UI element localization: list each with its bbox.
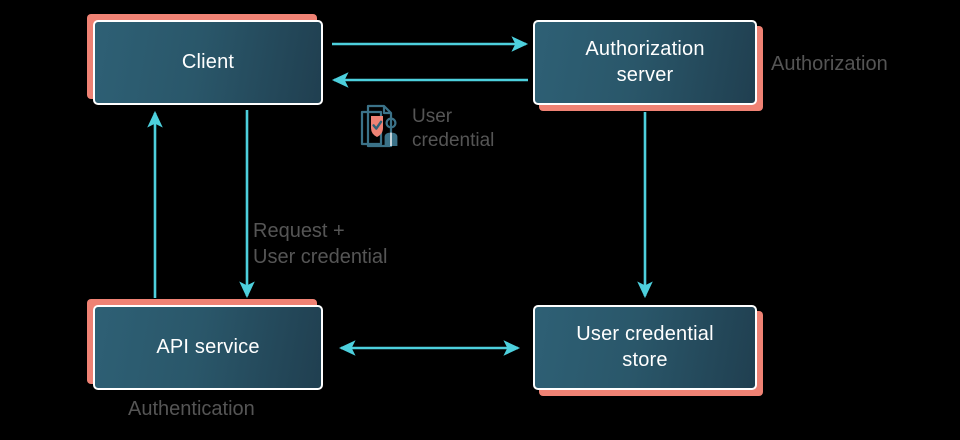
node-api-service-label: API service	[156, 335, 260, 358]
user-credential-caption: User credential	[412, 106, 495, 152]
node-user-credential-store-label: User credential store	[576, 322, 714, 371]
node-user-credential-store[interactable]: User credential store	[533, 305, 763, 396]
node-user-credential-store-body: User credential store	[533, 305, 757, 390]
node-authorization-server-body: Authorization server	[533, 20, 757, 105]
user-credential-annotation: User credential	[358, 103, 494, 154]
node-authorization-server[interactable]: Authorization server	[533, 20, 763, 111]
caption-authorization: Authorization	[771, 53, 888, 75]
node-api-service[interactable]: API service	[87, 299, 323, 390]
node-authorization-server-label: Authorization server	[585, 37, 705, 86]
caption-request-user-credential: Request + User credential	[253, 220, 388, 268]
caption-authentication: Authentication	[128, 398, 255, 420]
node-api-service-body: API service	[93, 305, 323, 390]
user-credential-document-icon	[358, 103, 402, 154]
node-client-body: Client	[93, 20, 323, 105]
node-client-label: Client	[181, 50, 235, 73]
node-client[interactable]: Client	[87, 14, 323, 105]
